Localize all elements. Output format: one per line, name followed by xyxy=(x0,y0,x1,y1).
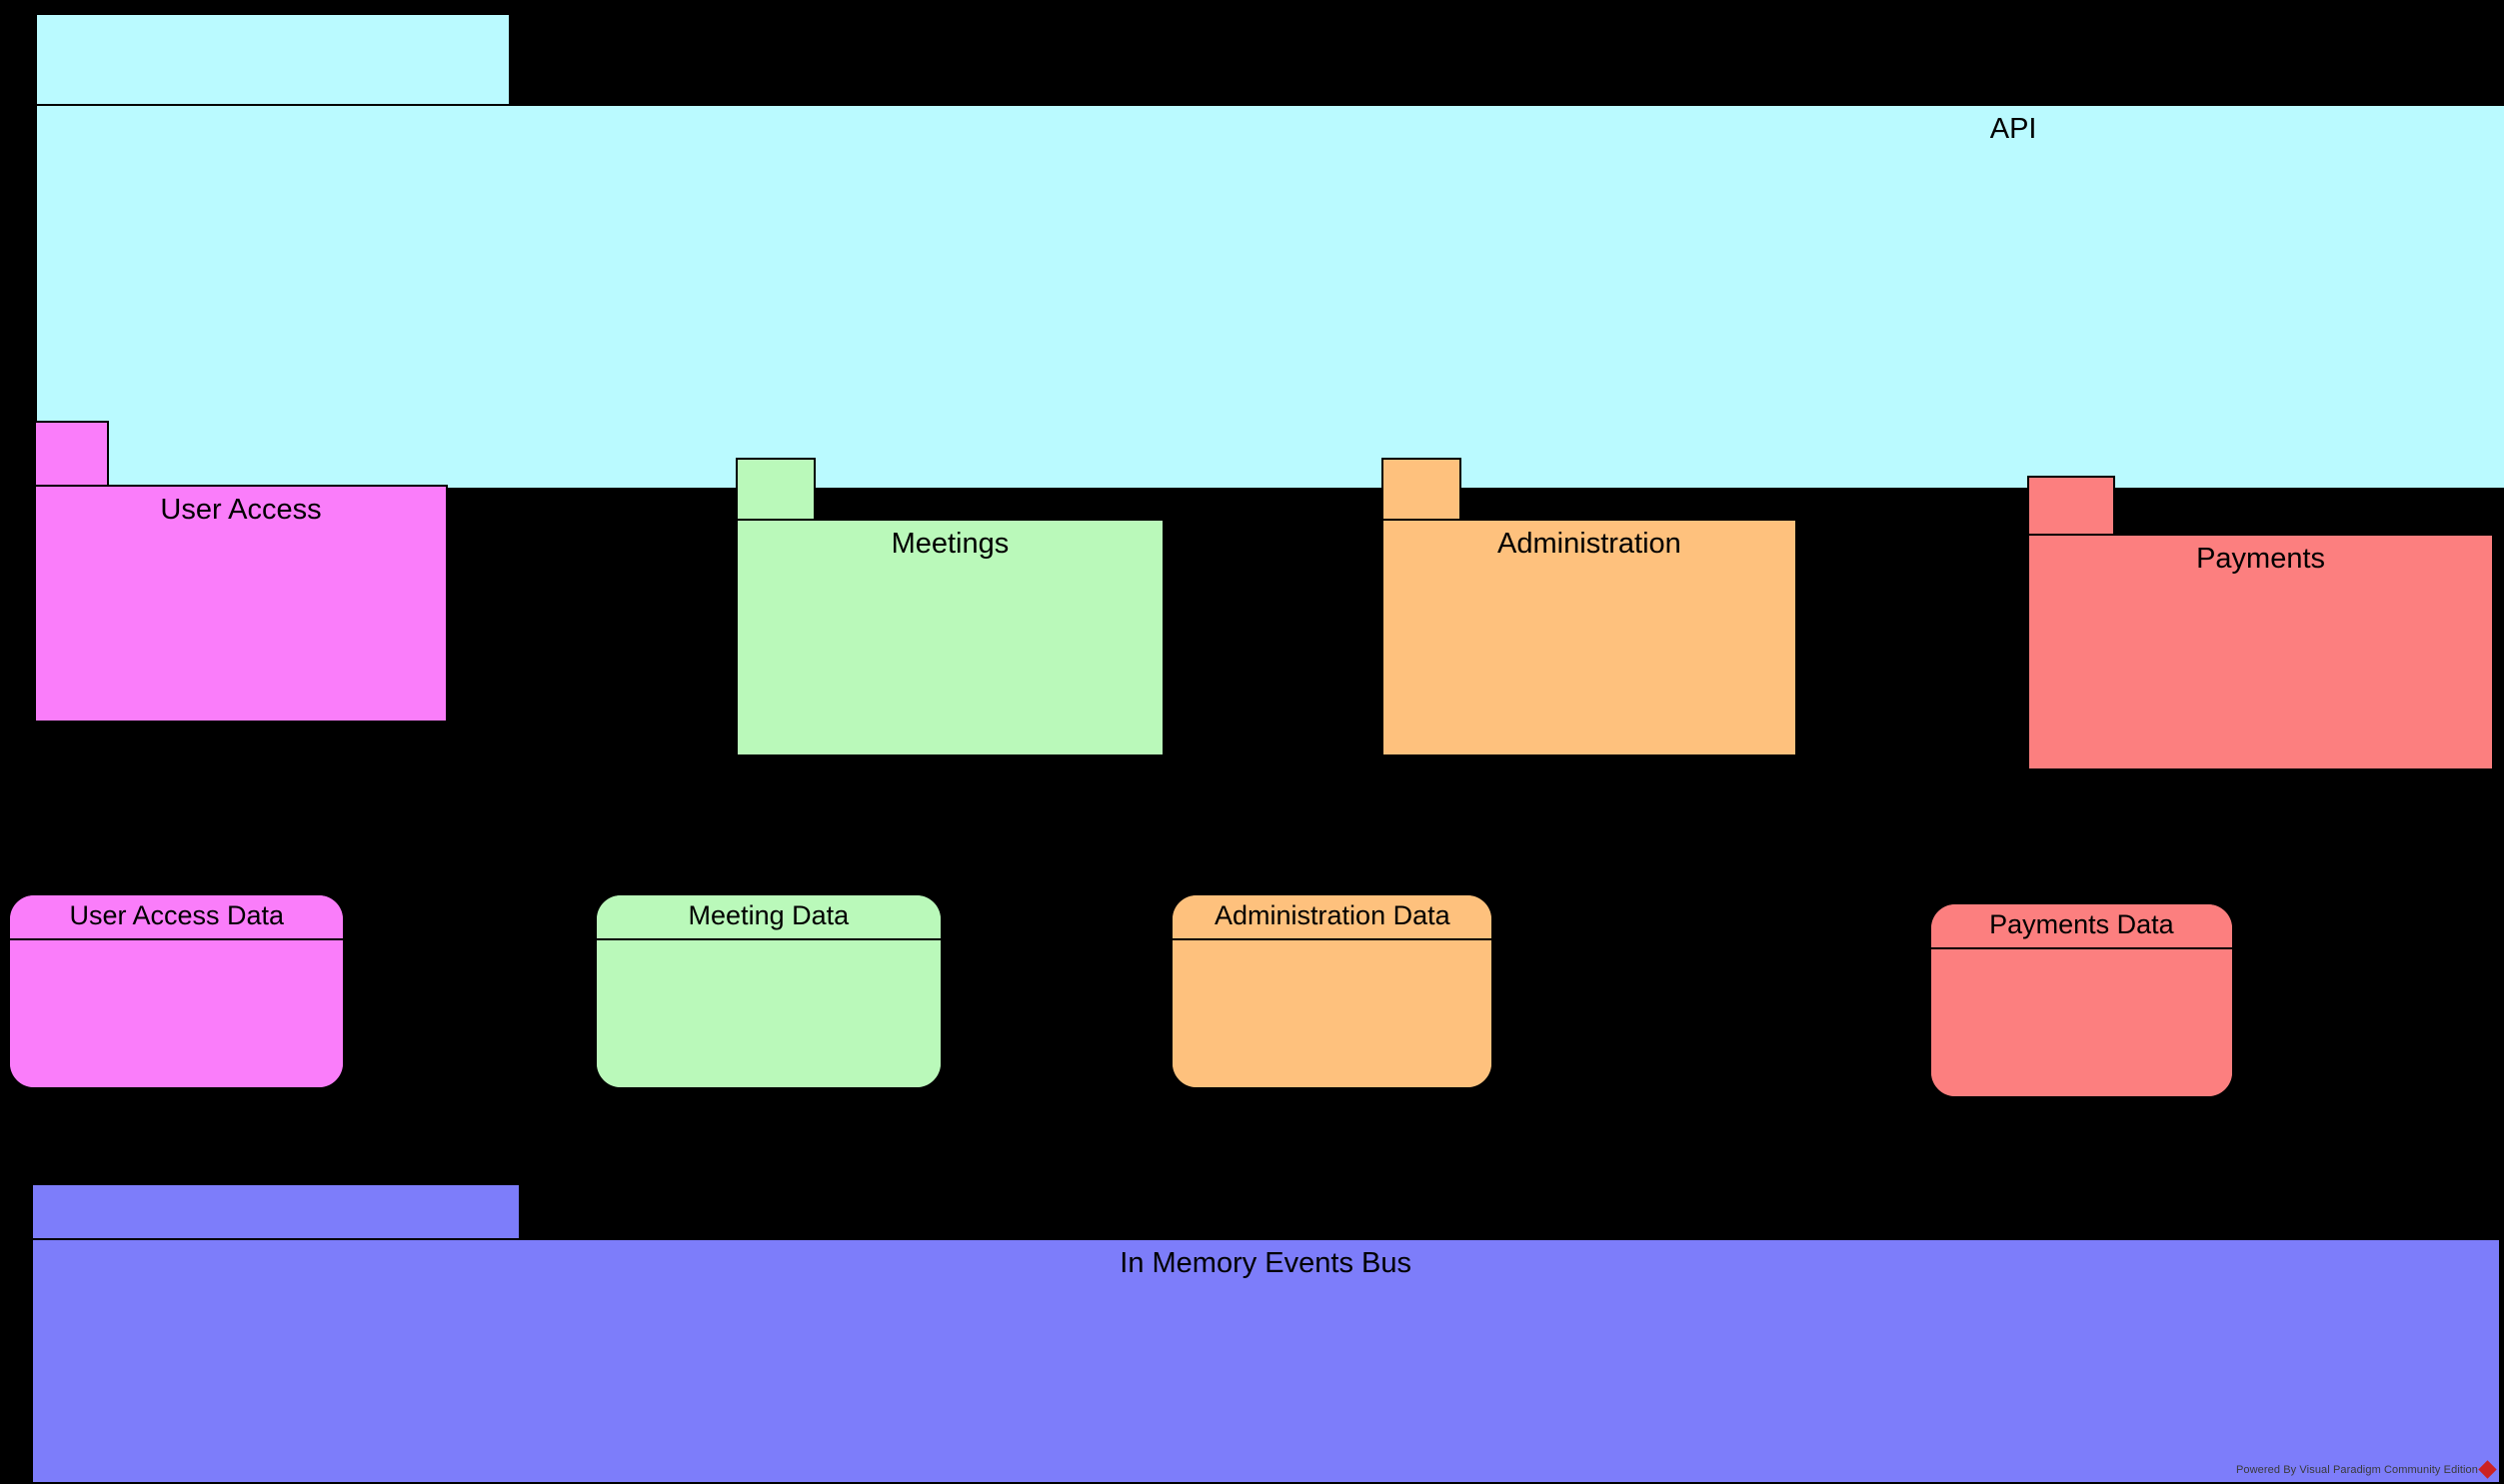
data-store-payments-data[interactable]: Payments Data xyxy=(1928,902,2235,1099)
package-body-user-access xyxy=(33,485,449,724)
package-tab-events-bus xyxy=(30,1183,521,1241)
data-store-user-access-data[interactable]: User Access Data xyxy=(8,892,346,1089)
data-store-label-administration-data: Administration Data xyxy=(1173,894,1492,940)
package-body-events-bus xyxy=(30,1238,2501,1484)
package-tab-administration xyxy=(1380,458,1462,522)
package-tab-api xyxy=(35,12,511,107)
data-store-meeting-data[interactable]: Meeting Data xyxy=(594,892,944,1089)
data-store-administration-data[interactable]: Administration Data xyxy=(1171,892,1494,1089)
package-body-api xyxy=(35,104,2504,491)
package-tab-payments xyxy=(2026,475,2116,536)
data-store-label-user-access-data: User Access Data xyxy=(10,894,344,940)
data-store-body-payments-data xyxy=(1930,949,2233,1097)
data-store-label-meeting-data: Meeting Data xyxy=(596,894,942,940)
data-store-label-payments-data: Payments Data xyxy=(1930,904,2233,950)
data-store-body-user-access-data xyxy=(10,939,344,1087)
package-body-payments xyxy=(2026,533,2495,771)
data-store-body-meeting-data xyxy=(596,939,942,1087)
data-store-body-administration-data xyxy=(1173,939,1492,1087)
package-tab-user-access xyxy=(33,421,110,488)
package-body-meetings xyxy=(735,519,1165,756)
package-tab-meetings xyxy=(735,458,817,522)
package-body-administration xyxy=(1380,519,1797,756)
